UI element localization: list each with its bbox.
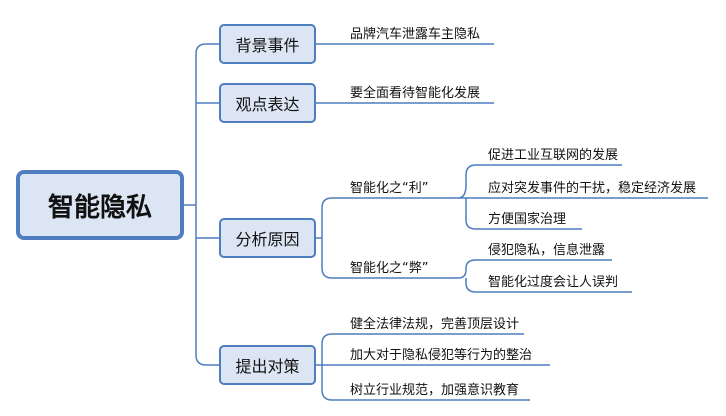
leaf-measure-2[interactable]: 加大对于隐私侵犯等行为的整治: [350, 348, 533, 363]
group-benefit[interactable]: 智能化之“利”: [350, 181, 429, 196]
connector-trunk: [195, 43, 219, 366]
branch-background[interactable]: 背景事件: [219, 24, 316, 64]
connector-harm-children: [457, 259, 477, 293]
branch-measures[interactable]: 提出对策: [219, 345, 316, 385]
group-harm[interactable]: 智能化之“弊”: [350, 261, 429, 276]
leaf-viewpoint[interactable]: 要全面看待智能化发展: [350, 86, 481, 101]
leaf-benefit-2[interactable]: 应对突发事件的干扰，稳定经济发展: [488, 181, 697, 196]
branch-analysis[interactable]: 分析原因: [219, 218, 316, 258]
leaf-benefit-3[interactable]: 方便国家治理: [488, 212, 567, 227]
connector-analysis-vertical: [321, 197, 333, 279]
leaf-harm-2[interactable]: 智能化过度会让人误判: [488, 275, 619, 290]
connector-measures-vertical: [321, 333, 333, 401]
leaf-background-event[interactable]: 品牌汽车泄露车主隐私: [350, 27, 481, 42]
leaf-harm-1[interactable]: 侵犯隐私，信息泄露: [488, 243, 606, 258]
leaf-measure-1[interactable]: 健全法律法规，完善顶层设计: [350, 317, 520, 332]
branch-viewpoint[interactable]: 观点表达: [219, 83, 316, 123]
root-node[interactable]: 智能隐私: [16, 170, 184, 240]
leaf-benefit-1[interactable]: 促进工业互联网的发展: [488, 148, 619, 163]
leaf-measure-3[interactable]: 树立行业规范，加强意识教育: [350, 383, 520, 398]
connector-benefit-children: [457, 164, 477, 230]
